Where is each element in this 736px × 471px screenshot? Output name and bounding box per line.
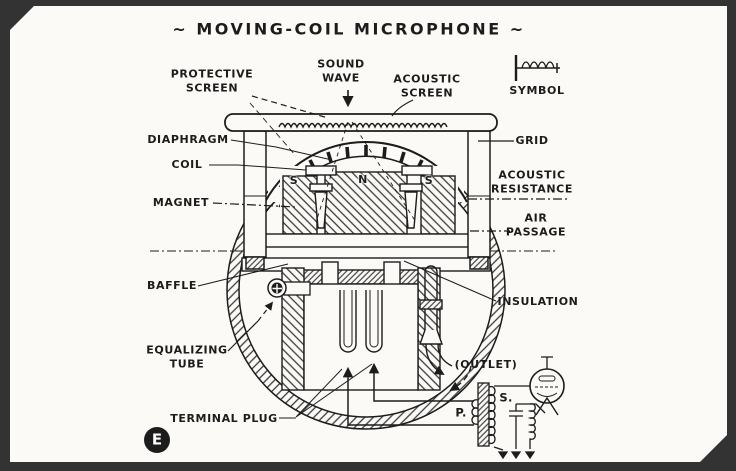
label-sound-wave: SOUND WAVE — [317, 57, 365, 85]
acoustic-screen-mesh — [278, 122, 448, 129]
label-grid: GRID — [515, 133, 549, 147]
filament — [535, 396, 559, 416]
pole-s-left: S — [289, 173, 299, 187]
primary-coil — [471, 399, 479, 425]
label-transformer-secondary: S. — [499, 390, 513, 405]
lower-assembly — [281, 261, 441, 391]
figure-badge: E — [151, 430, 163, 449]
label-symbol: SYMBOL — [509, 83, 565, 97]
label-acoustic-resistance: ACOUSTIC RESISTANCE — [491, 168, 573, 196]
capacitor — [509, 404, 523, 449]
lead-wires — [342, 362, 474, 426]
label-baffle: BAFFLE — [146, 278, 198, 292]
support-posts — [243, 130, 491, 270]
label-equalizing-tube: EQUALIZING TUBE — [146, 343, 228, 371]
label-coil: COIL — [171, 157, 203, 171]
label-insulation: INSULATION — [497, 294, 579, 308]
diagram-title: ~ MOVING-COIL MICROPHONE ~ — [172, 19, 526, 39]
label-transformer-primary: P. — [455, 405, 467, 420]
secondary-coil — [487, 385, 496, 445]
output-circuit — [471, 356, 565, 460]
vacuum-tube — [529, 356, 565, 416]
mic-symbol — [514, 55, 560, 81]
terminal-plug-left — [339, 290, 357, 353]
magnet-assembly — [241, 165, 491, 272]
badge-circle — [144, 427, 170, 453]
label-air-passage: AIR PASSAGE — [505, 211, 567, 239]
bolt-left — [245, 256, 265, 270]
label-terminal-plug: TERMINAL PLUG — [170, 411, 278, 425]
coil-gap-left — [314, 191, 328, 229]
ground-symbols — [497, 451, 536, 460]
terminal-plug-right — [365, 290, 383, 353]
pole-n-center: N — [358, 172, 368, 186]
bolt-right — [469, 256, 489, 270]
transformer-core — [477, 382, 490, 447]
label-outlet: (OUTLET) — [454, 357, 518, 371]
outlet-tube — [419, 265, 472, 392]
label-acoustic-screen: ACOUSTIC SCREEN — [393, 72, 461, 100]
equalizing-tube-part — [267, 278, 311, 298]
label-diaphragm: DIAPHRAGM — [147, 132, 229, 146]
protective-screen-bar — [224, 113, 498, 132]
label-protective-screen: PROTECTIVE SCREEN — [170, 67, 254, 95]
label-magnet: MAGNET — [152, 195, 210, 209]
leader-lines — [197, 90, 570, 419]
pole-s-right: S — [424, 173, 434, 187]
outlet-arrow — [449, 365, 472, 392]
inductor — [527, 403, 536, 449]
